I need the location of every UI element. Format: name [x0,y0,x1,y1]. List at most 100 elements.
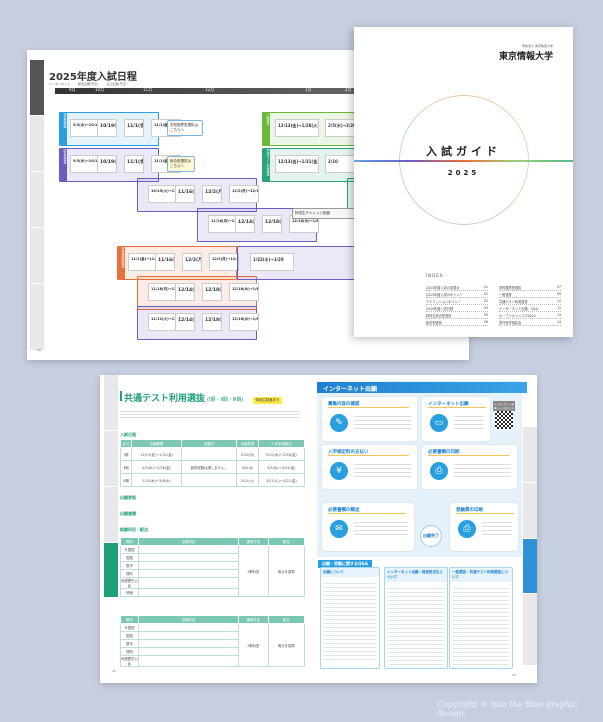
date-cell: 10/19(土) [97,155,117,173]
date-cell: 12/18(水)→1/8(水) [229,283,259,301]
qr-label: インターネット出願ページはこちら [493,401,515,411]
index-page: 11 [556,299,561,303]
table-cell [180,447,238,461]
index-page: 05 [483,313,488,317]
subject-detail [138,577,239,589]
month: 2月 [345,87,352,92]
date-cell: 12/2(月)→12/12(木) [229,185,259,203]
table-header: 区分 [119,439,133,448]
step-title: 必要書類の印刷 [428,449,509,456]
row-label: 総合型選抜 [59,149,67,181]
step-card: 必要書類の郵送✉ [322,503,414,551]
table-header: 選考方法 [238,537,269,546]
subject-detail [138,647,239,656]
tab-kyotsu [104,543,118,598]
tab-schedule [30,60,44,116]
subject-detail [138,639,239,648]
date-cell: 12/14(土) [175,313,195,331]
month-bar: 9月 10月 11月 12月 1月 2月 [55,87,460,94]
tab-internet [523,539,537,594]
date-cell: 12/18(水)→1/8(水) [229,313,259,331]
index-item[interactable]: 共通テスト利用選抜 11 [499,299,561,305]
subject-name: 国語 [120,631,139,640]
index-page: 14 [556,313,561,317]
subject-detail [138,569,239,578]
qa-title: 出願・受験に関するQ&A [318,560,372,568]
table-cell: 12/13(金)〜1/31(金) [131,447,182,461]
table-header: 配点 [267,537,306,546]
tab [523,427,537,483]
date-cell: 12/14(土) [175,283,195,301]
table-cell: Ⅱ期 [119,460,133,474]
index-label: 学校推薦型選抜 [499,286,522,290]
date-cell: 12/14(土) [235,215,255,233]
step-title: 受験票の印刷 [456,507,514,514]
subject-detail [138,545,239,554]
index-page: 02 [483,299,488,303]
note: 総合型選抜はこちらへ [167,156,195,172]
subject-detail [138,588,239,597]
step-card: 受験票の印刷⎙ [450,503,518,551]
qa-heading: 一般選抜・共通テスト利用選抜について [450,568,512,582]
step-text [482,519,512,537]
date-cell: 10/19(土) [97,119,117,137]
index-item[interactable]: 特待生総合型選抜 05 [426,313,488,319]
table-header: 入学手続締切 [257,439,306,448]
subject-name: 地理歴史公民 [120,577,139,589]
table-cell: 3/5(水)〜3/14(金) [257,460,306,474]
university-logo: 東京情報大学 [498,52,553,62]
org-subtitle: 学校法人 東京情報大学 [522,44,553,48]
subject-name: 情報 [120,588,139,597]
subject-name: 理科 [120,647,139,656]
index-page: 01 [483,285,488,289]
date-cell: 12/13(金)→1/28(火) [275,119,319,137]
index-label: 共通テスト利用選抜 [499,300,528,304]
table-cell: 3/11(火)〜3/21(金) [257,473,306,487]
method: 3教科型 [238,623,269,667]
note: 学校推薦型選抜はこちらへ [167,120,203,136]
score: 満点を換算 [267,545,306,597]
qr-code[interactable] [495,411,513,429]
section-heading: 出願資格 [120,495,136,500]
date-cell: 11/12(火)→11/25(月) [148,313,178,331]
qa-text [324,580,376,660]
table-cell: 2/20(木)〜3/8(水) [131,473,182,487]
page-number: 03 [37,348,41,352]
scholarship-badge: 特待生制度あり [253,397,282,404]
qa-heading: 出願について [321,568,379,577]
tab [104,431,118,487]
cover-page: 学校法人 東京情報大学 東京情報大学 入試ガイド 2025 INDEX 2025… [354,27,573,337]
step-title: 必要書類の郵送 [328,507,407,514]
step-text [454,413,484,431]
section-title: 共通テスト利用選抜 [124,394,206,404]
subject-detail [138,631,239,640]
index-label: 2025年度入試日程 [426,307,454,311]
table-header: 配点 [267,615,306,624]
step-card: インターネット出願▭ [422,397,490,441]
tab [104,487,118,543]
index-label: 2025年度入試のポイント [426,293,463,297]
row-label: 総合型選抜 [59,113,67,145]
page-number: 11 [112,669,116,673]
section-heading: 試験科目・配点 [120,527,148,532]
tab [30,228,44,284]
intro-text [120,409,300,419]
table-cell: 2/5(水)〜2/28(金) [131,460,182,474]
index-label: 特待生総合型選抜 [426,314,452,318]
schedule-row: 学校推薦型選抜11/1(金)→11/8(金)11/16(土)12/2(月)12/… [117,246,239,280]
